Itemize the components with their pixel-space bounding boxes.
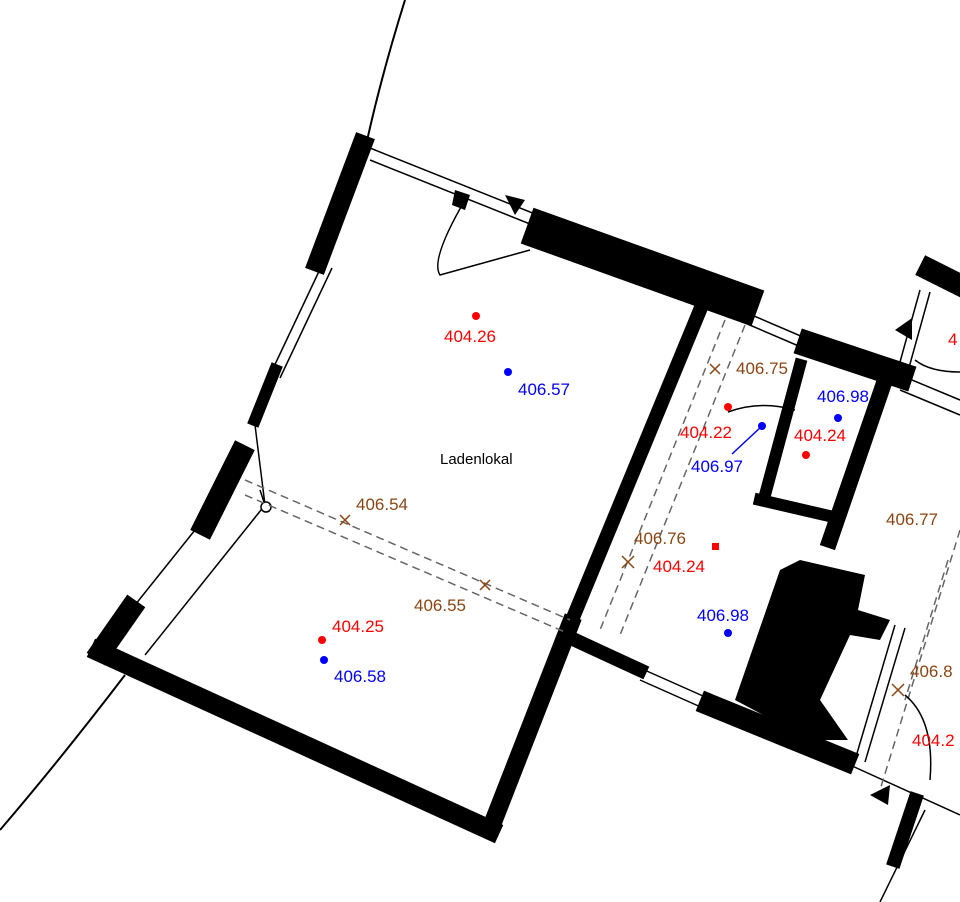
floor-level-label: 404.26 [444,327,496,346]
floor-level-label: 404.2 [912,731,955,750]
door-hinge [452,190,470,210]
room-label: Ladenlokal [440,451,513,468]
door-arrow-icon [870,785,890,805]
window-lines [134,147,960,902]
beam-lines [244,319,960,791]
door-arrow-icon [505,195,525,215]
beam-level-label: 406.76 [634,529,686,548]
ceiling-level-label: 406.58 [334,667,386,686]
ceiling-level-label: 406.98 [697,606,749,625]
beam-level-label: 406.8 [910,662,953,681]
ceiling-level-label: 406.97 [691,457,743,476]
beam-level-label: 406.55 [414,596,466,615]
door-swings [437,199,960,781]
walls [86,132,960,869]
boundary-line [0,674,126,831]
floor-level-label: 404.25 [332,617,384,636]
floor-level-label: 404.22 [680,423,732,442]
column-marker [260,501,272,513]
ceiling-level-label: 406.98 [817,387,869,406]
beam-level-label: 406.77 [886,510,938,529]
door-arrow-icon [895,318,912,340]
ceiling-level-label: 406.57 [518,380,570,399]
pillar-block [735,560,890,740]
level-markers [318,312,842,664]
beam-level-crosses [339,363,905,697]
floor-level-label: 404.24 [653,557,705,576]
beam-level-label: 406.75 [736,359,788,378]
boundary-line [364,0,406,151]
beam-level-label: 406.54 [356,495,408,514]
floor-level-label: 4 [948,330,957,349]
floor-level-label: 404.24 [794,426,846,445]
